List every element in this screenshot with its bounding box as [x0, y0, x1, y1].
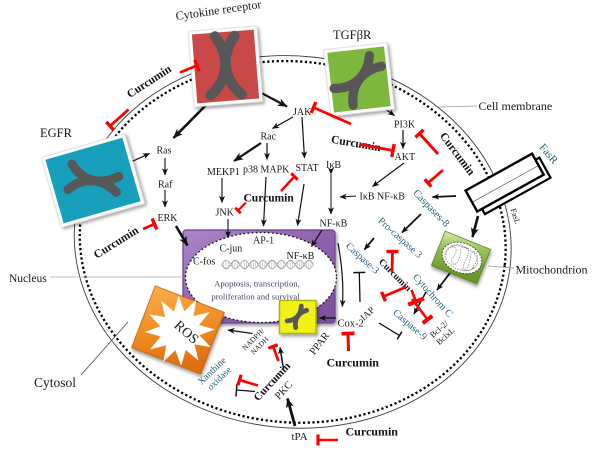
svg-text:NF-κB: NF-κB — [287, 251, 315, 262]
svg-text:AKT: AKT — [395, 152, 416, 163]
svg-text:TGFβR: TGFβR — [333, 28, 372, 42]
svg-text:Nucleus: Nucleus — [9, 273, 47, 285]
svg-text:JNK: JNK — [216, 208, 235, 219]
svg-text:C-jun: C-jun — [220, 244, 243, 255]
svg-text:Cox-2: Cox-2 — [338, 319, 364, 330]
svg-text:PI3K: PI3K — [394, 120, 416, 131]
svg-text:Cell membrane: Cell membrane — [479, 99, 553, 113]
svg-text:Mitochondrion: Mitochondrion — [516, 263, 588, 277]
svg-text:EGFR: EGFR — [40, 126, 73, 140]
svg-text:IκB: IκB — [326, 160, 341, 171]
svg-text:Cytosol: Cytosol — [34, 375, 76, 390]
svg-text:Curcumin: Curcumin — [244, 193, 295, 205]
svg-text:proliferation and survival: proliferation and survival — [211, 292, 300, 302]
svg-text:Rac: Rac — [261, 132, 277, 143]
svg-text:MEKP1: MEKP1 — [207, 167, 240, 178]
svg-text:Curcumin: Curcumin — [327, 356, 380, 370]
svg-text:Raf: Raf — [158, 180, 173, 191]
svg-text:Ras: Ras — [157, 146, 172, 157]
svg-text:tPA: tPA — [292, 431, 308, 443]
svg-text:ERK: ERK — [158, 213, 179, 224]
svg-text:p38 MAPK: p38 MAPK — [243, 165, 290, 176]
svg-text:C-fos: C-fos — [193, 257, 215, 268]
svg-text:NF-κB: NF-κB — [320, 219, 348, 230]
svg-text:IκB NF-κB: IκB NF-κB — [360, 192, 406, 203]
svg-text:STAT: STAT — [296, 163, 319, 174]
svg-text:JAK: JAK — [293, 107, 312, 118]
svg-text:AP-1: AP-1 — [253, 236, 274, 247]
svg-text:Apoptosis, transcription,: Apoptosis, transcription, — [214, 279, 300, 289]
svg-text:Curcumin: Curcumin — [346, 425, 399, 439]
